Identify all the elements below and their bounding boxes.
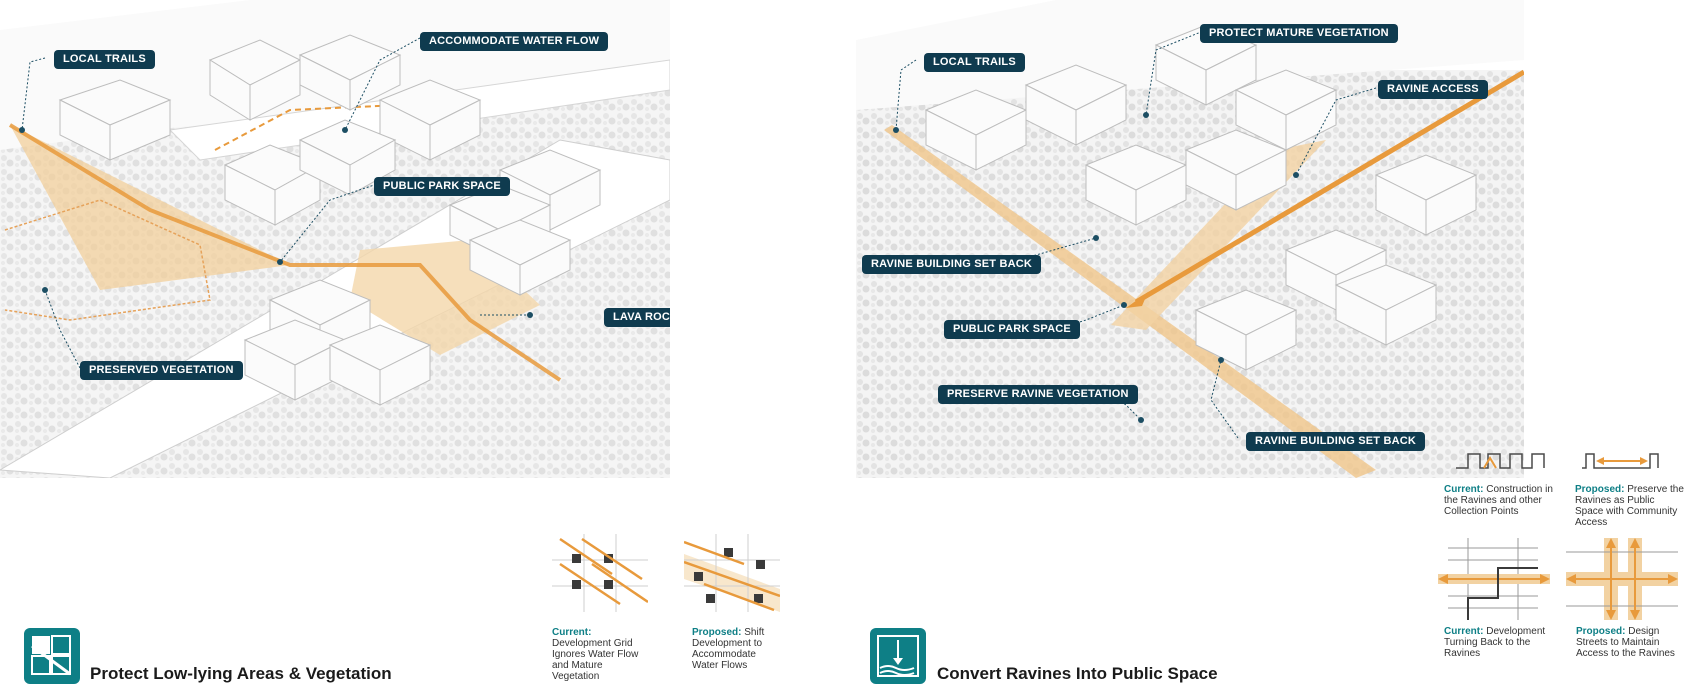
right-proposed2-caption: Proposed: Design Streets to Maintain Acc… bbox=[1576, 626, 1675, 659]
ravine-band bbox=[884, 125, 1376, 478]
left-proposed-caption: Proposed: Shift Development to Accommoda… bbox=[692, 627, 765, 671]
callout-local-trails: LOCAL TRAILS bbox=[54, 50, 155, 69]
protect-lowlying-logo-icon bbox=[24, 628, 80, 684]
callout-accommodate-water-flow: ACCOMMODATE WATER FLOW bbox=[420, 32, 609, 51]
current-grid-diagram bbox=[552, 534, 648, 612]
ravine-access-arrow bbox=[1134, 69, 1524, 305]
callout-local-trails-right: LOCAL TRAILS bbox=[924, 53, 1025, 72]
proposed-grid-diagram bbox=[684, 534, 780, 612]
right-site-drawing bbox=[856, 0, 1524, 478]
right-proposed1-caption: Proposed: Preserve the Ravines as Public… bbox=[1575, 484, 1684, 528]
right-current2-caption: Current: Development Turning Back to the… bbox=[1444, 626, 1546, 659]
left-buildings bbox=[58, 34, 602, 406]
current-ravine-profile-diagram bbox=[1456, 453, 1545, 469]
proposed-streets-diagram bbox=[1566, 538, 1678, 620]
callout-preserve-ravine-vegetation: PRESERVE RAVINE VEGETATION bbox=[938, 385, 1138, 404]
current-streets-diagram bbox=[1438, 538, 1550, 620]
right-axonometric-diagram: LOCAL TRAILS PROTECT MATURE VEGETATION R… bbox=[856, 0, 1524, 478]
callout-protect-mature-vegetation: PROTECT MATURE VEGETATION bbox=[1200, 24, 1398, 43]
left-section-title: Protect Low-lying Areas & Vegetation bbox=[90, 664, 392, 683]
right-buildings bbox=[924, 24, 1478, 371]
callout-ravine-building-set-back-1: RAVINE BUILDING SET BACK bbox=[862, 255, 1042, 274]
callout-public-park-space-right: PUBLIC PARK SPACE bbox=[944, 320, 1080, 339]
proposed-ravine-profile-diagram bbox=[1582, 453, 1659, 469]
left-axonometric-diagram: LOCAL TRAILS ACCOMMODATE WATER FLOW PUBL… bbox=[0, 0, 670, 478]
callout-public-park-space: PUBLIC PARK SPACE bbox=[374, 177, 510, 196]
right-section-title: Convert Ravines Into Public Space bbox=[937, 664, 1218, 683]
callout-ravine-access: RAVINE ACCESS bbox=[1378, 80, 1488, 99]
callout-lava-rock-gardens: LAVA ROCK GARDENS bbox=[604, 308, 670, 327]
right-current1-caption: Current: Construction in the Ravines and… bbox=[1444, 484, 1553, 517]
callout-preserved-vegetation: PRESERVED VEGETATION bbox=[80, 361, 243, 380]
convert-ravines-logo-icon bbox=[870, 628, 926, 684]
callout-ravine-building-set-back-2: RAVINE BUILDING SET BACK bbox=[1246, 432, 1426, 451]
left-site-drawing bbox=[0, 0, 670, 478]
left-current-caption: Current: Development Grid Ignores Water … bbox=[552, 627, 639, 682]
